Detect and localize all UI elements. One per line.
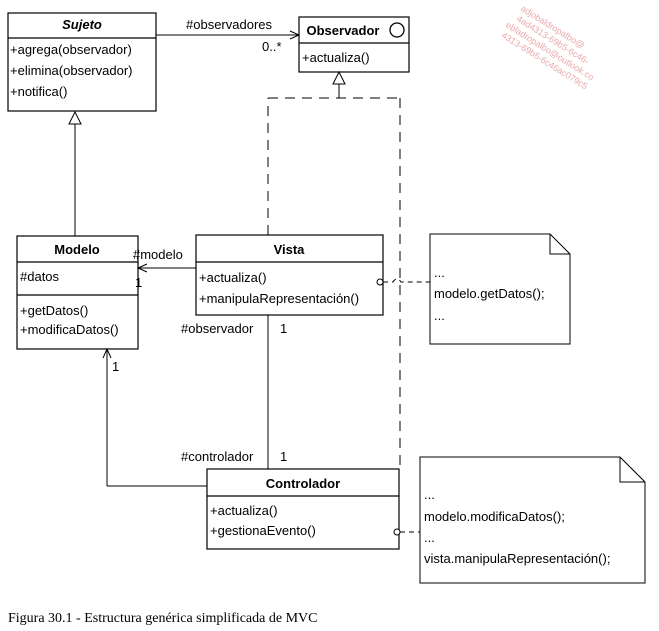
association-observadores: #observadores 0..*	[156, 17, 301, 54]
class-modelo[interactable]: Modelo #datos +getDatos() +modificaDatos…	[16, 235, 139, 350]
note-line: vista.manipulaRepresentación();	[424, 551, 610, 566]
class-vista[interactable]: Vista +actualiza() +manipulaRepresentaci…	[195, 234, 384, 316]
method: +gestionaEvento()	[210, 523, 316, 538]
note-line: ...	[424, 530, 435, 545]
method: +getDatos()	[20, 303, 88, 318]
multiplicity-label: 1	[112, 359, 119, 374]
watermark: adjobaldropalbo@ 4ad4313-69b5-6c46- ebla…	[500, 3, 596, 91]
note-controlador: ... modelo.modificaDatos(); ... vista.ma…	[419, 456, 646, 584]
note-vista: ... modelo.getDatos(); ...	[429, 233, 571, 345]
method: +manipulaRepresentación()	[199, 291, 359, 306]
method: +notifica()	[10, 84, 67, 99]
class-name-sujeto: Sujeto	[62, 17, 102, 32]
note-anchor-vista	[376, 278, 430, 286]
class-name-observador: Observador	[307, 23, 380, 38]
class-name-controlador: Controlador	[266, 476, 340, 491]
association-controlador-modelo: 1	[102, 347, 207, 487]
method: +modificaDatos()	[20, 322, 119, 337]
role-label: #observadores	[186, 17, 272, 32]
class-name-vista: Vista	[274, 242, 306, 257]
association-vista-controlador: #observador 1 #controlador 1	[181, 315, 287, 469]
association-modelo: #modelo 1	[133, 247, 196, 290]
interface-circle-icon	[389, 22, 405, 38]
role-label: #modelo	[133, 247, 183, 262]
method: +actualiza()	[210, 503, 278, 518]
note-anchor-controlador	[393, 528, 420, 536]
class-sujeto[interactable]: Sujeto +agrega(observador) +elimina(obse…	[7, 12, 157, 112]
class-name-modelo: Modelo	[54, 242, 100, 257]
multiplicity-label: 1	[280, 321, 287, 336]
method: +agrega(observador)	[10, 42, 132, 57]
generalization-modelo-sujeto	[68, 110, 82, 236]
note-line: ...	[434, 265, 445, 280]
figure-caption: Figura 30.1 - Estructura genérica simpli…	[8, 611, 317, 626]
method: +actualiza()	[199, 270, 267, 285]
multiplicity-label: 1	[135, 275, 142, 290]
note-line: ...	[434, 308, 445, 323]
attribute: #datos	[20, 269, 60, 284]
note-line: modelo.getDatos();	[434, 286, 545, 301]
method: +actualiza()	[302, 50, 370, 65]
note-line: ...	[424, 487, 435, 502]
realization-vista-observador	[267, 70, 401, 466]
role-label: #observador	[181, 321, 254, 336]
role-label: #controlador	[181, 449, 254, 464]
multiplicity-label: 0..*	[262, 39, 282, 54]
multiplicity-label: 1	[280, 449, 287, 464]
method: +elimina(observador)	[10, 63, 132, 78]
class-controlador[interactable]: Controlador +actualiza() +gestionaEvento…	[206, 468, 400, 550]
interface-observador[interactable]: Observador +actualiza()	[298, 16, 410, 73]
note-line: modelo.modificaDatos();	[424, 509, 565, 524]
